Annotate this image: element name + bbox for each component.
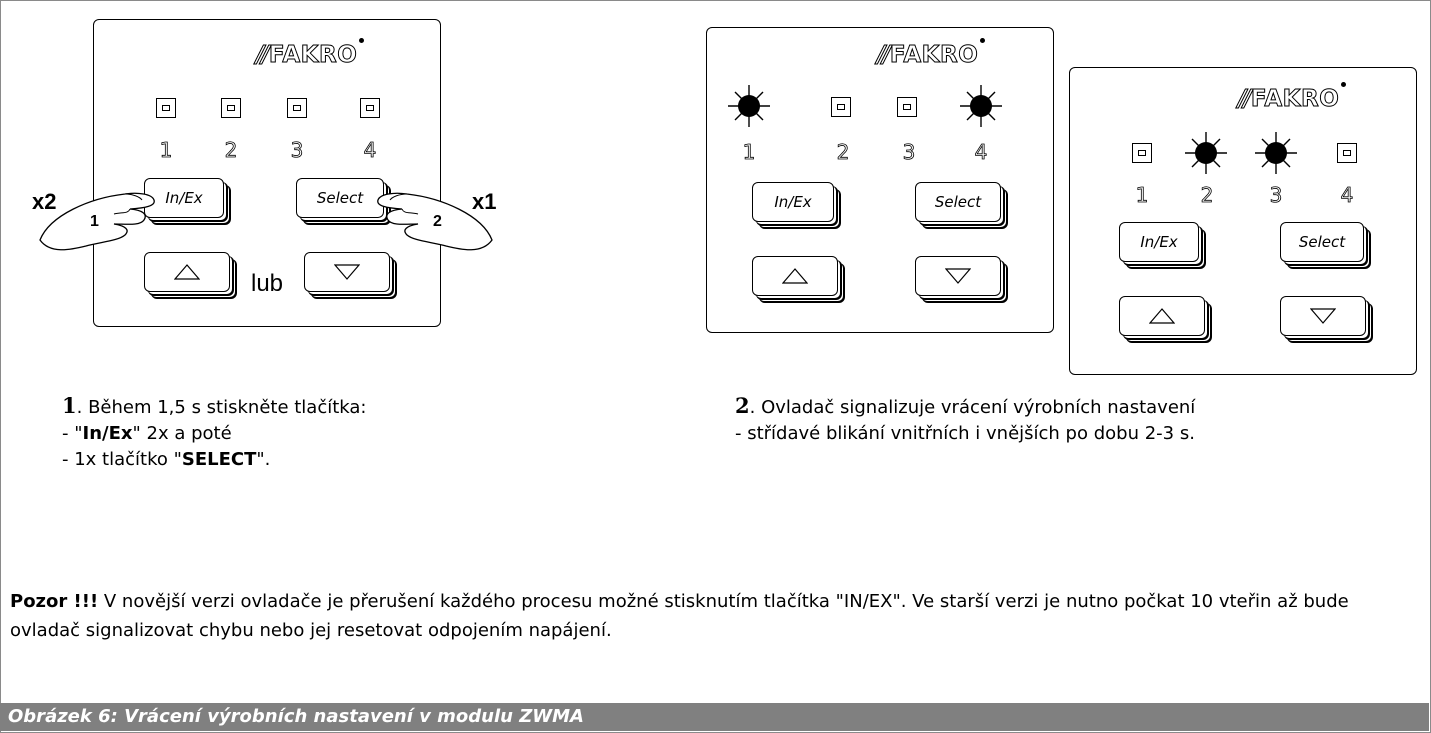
led-1-lit-icon bbox=[728, 85, 770, 127]
warning-text: V novější verzi ovladače je přerušení ka… bbox=[10, 591, 1349, 641]
led-2-lit-icon bbox=[1185, 132, 1227, 174]
led-2 bbox=[831, 97, 851, 117]
step-1-text: . Během 1,5 s stiskněte tlačítka: bbox=[76, 397, 367, 418]
warning-label: Pozor !!! bbox=[10, 591, 99, 612]
down-arrow-icon bbox=[1310, 308, 1336, 324]
led-4 bbox=[1337, 143, 1357, 163]
right-hand-icon bbox=[377, 192, 493, 251]
inex-emphasis: In/Ex bbox=[82, 423, 133, 444]
warning-note: Pozor !!! V novější verzi ovladače je př… bbox=[10, 587, 1410, 645]
led-number-1: 1 bbox=[1135, 183, 1149, 208]
step-1-line2-suffix: " 2x a poté bbox=[132, 423, 232, 444]
left-step-number: 1 bbox=[90, 213, 99, 230]
down-arrow-icon bbox=[945, 268, 971, 284]
fakro-logo: //FAKRO bbox=[256, 38, 365, 69]
led-number-3: 3 bbox=[1269, 183, 1283, 208]
led-number-2: 2 bbox=[836, 140, 850, 165]
led-2 bbox=[221, 98, 241, 118]
led-3 bbox=[897, 97, 917, 117]
remote-panel-1: //FAKRO 1 2 3 4 In/Ex Select lub bbox=[93, 19, 441, 327]
figure-caption: Obrázek 6: Vrácení výrobních nastavení v… bbox=[0, 703, 1429, 731]
select-button[interactable]: Select bbox=[1280, 222, 1364, 262]
up-button[interactable] bbox=[1119, 296, 1205, 336]
step-1-number: 1 bbox=[62, 393, 77, 418]
up-arrow-icon bbox=[782, 268, 808, 284]
up-button[interactable] bbox=[752, 256, 838, 296]
led-number-2: 2 bbox=[224, 138, 238, 163]
step-1-caption: 1. Během 1,5 s stiskněte tlačítka: - "In… bbox=[62, 393, 367, 473]
select-button[interactable]: Select bbox=[915, 182, 1001, 222]
led-number-4: 4 bbox=[974, 140, 988, 165]
select-emphasis: SELECT bbox=[181, 449, 257, 470]
down-button[interactable] bbox=[304, 252, 390, 292]
inex-button[interactable]: In/Ex bbox=[1119, 222, 1199, 262]
led-number-2: 2 bbox=[1200, 183, 1214, 208]
down-arrow-icon bbox=[334, 264, 360, 280]
inex-button[interactable]: In/Ex bbox=[752, 182, 834, 222]
or-label: lub bbox=[251, 270, 284, 297]
step-2-caption: 2. Ovladač signalizuje vrácení výrobních… bbox=[735, 393, 1195, 447]
fakro-logo: //FAKRO bbox=[877, 38, 986, 69]
led-1 bbox=[156, 98, 176, 118]
step-1-line3-suffix: ". bbox=[256, 449, 271, 470]
led-number-3: 3 bbox=[902, 140, 916, 165]
fakro-logo: //FAKRO bbox=[1238, 82, 1347, 113]
down-button[interactable] bbox=[915, 256, 1001, 296]
step-1-line2-prefix: - " bbox=[62, 423, 83, 444]
led-3 bbox=[287, 98, 307, 118]
led-1 bbox=[1132, 143, 1152, 163]
up-button[interactable] bbox=[144, 252, 230, 292]
step-2-number: 2 bbox=[735, 393, 750, 418]
led-number-1: 1 bbox=[742, 140, 756, 165]
right-press-count: x1 bbox=[472, 189, 497, 214]
up-arrow-icon bbox=[174, 264, 200, 280]
left-press-count: x2 bbox=[32, 189, 57, 214]
led-number-1: 1 bbox=[159, 138, 173, 163]
led-4-lit-icon bbox=[960, 85, 1002, 127]
step-2-text: . Ovladač signalizuje vrácení výrobních … bbox=[749, 397, 1196, 418]
inex-button[interactable]: In/Ex bbox=[144, 178, 224, 218]
left-hand-icon bbox=[39, 192, 155, 251]
step-2-line2: - střídavé blikání vnitřních i vnějších … bbox=[735, 423, 1195, 444]
right-step-number: 2 bbox=[433, 213, 442, 230]
step-1-line3-prefix: - 1x tlačítko " bbox=[62, 449, 182, 470]
led-4 bbox=[360, 98, 380, 118]
led-number-4: 4 bbox=[363, 138, 377, 163]
led-3-lit-icon bbox=[1255, 132, 1297, 174]
remote-panel-3: //FAKRO 1 2 3 4 In/Ex Select bbox=[1069, 67, 1417, 375]
select-button[interactable]: Select bbox=[296, 178, 384, 218]
remote-panel-2: //FAKRO 1 2 3 4 In/Ex Select bbox=[706, 27, 1054, 333]
up-arrow-icon bbox=[1149, 308, 1175, 324]
down-button[interactable] bbox=[1280, 296, 1366, 336]
led-number-3: 3 bbox=[290, 138, 304, 163]
led-number-4: 4 bbox=[1340, 183, 1354, 208]
